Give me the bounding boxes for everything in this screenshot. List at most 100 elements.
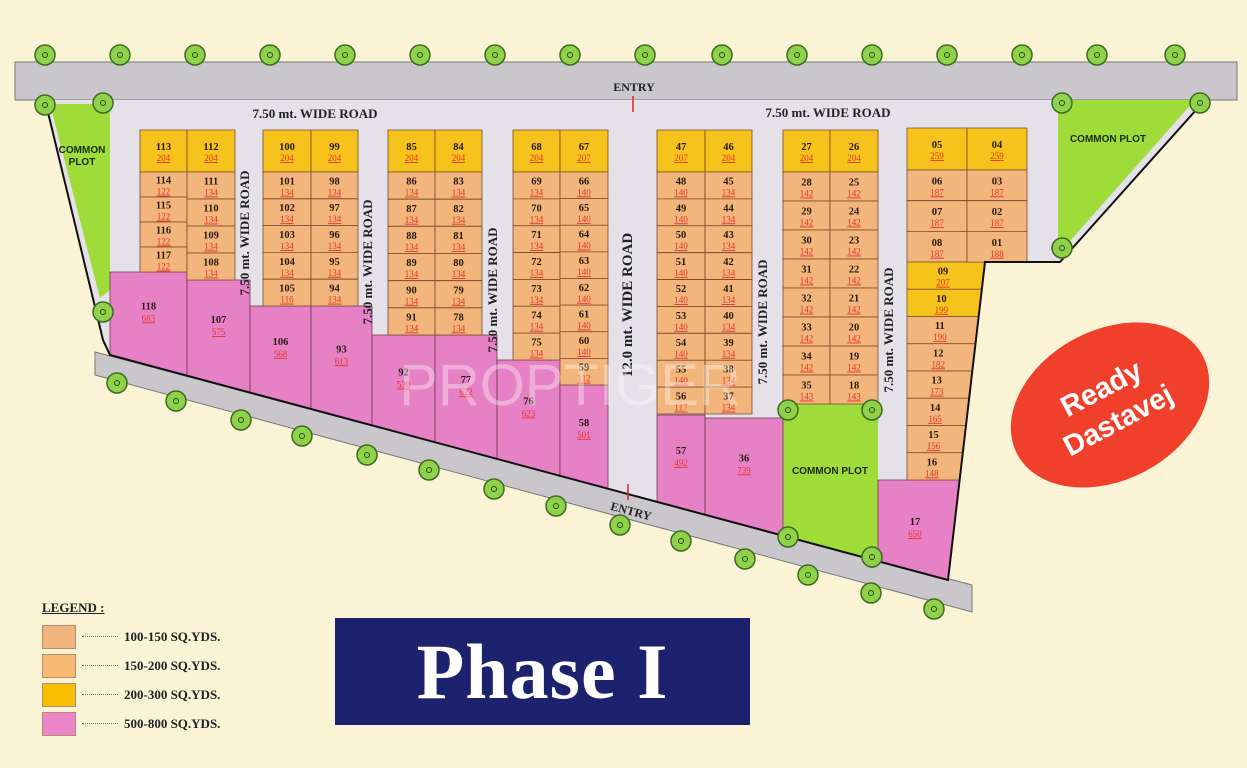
tree-icon [100,309,106,315]
plot-number: 70 [531,203,542,214]
plot-number: 17 [910,517,921,528]
legend-swatch [42,711,76,736]
plot-area: 204 [405,153,419,163]
tree-icon [670,530,692,552]
tree-icon [1051,92,1073,114]
plot-number: 111 [204,177,219,188]
plot-number: 110 [203,204,218,215]
plot-area: 134 [452,215,466,225]
legend-label: 150-200 SQ.YDS. [124,657,221,673]
tree-icon [553,503,559,509]
plot-area: 134 [204,269,218,279]
plot-number: 54 [676,338,687,349]
legend-item: 150-200 SQ.YDS. [42,651,220,680]
tree-icon [734,548,756,570]
plot-area: 739 [737,465,751,475]
plot-area: 140 [674,376,688,386]
plot-area: 173 [930,387,944,397]
plot-area: 142 [847,305,861,315]
plot-area: 134 [530,349,544,359]
tree-icon [869,407,875,413]
plot-area: 134 [204,242,218,252]
plot-number: 20 [849,323,860,334]
tree-icon [1094,52,1100,58]
plot-area: 134 [280,241,294,251]
plot-area: 122 [157,187,171,197]
plot-area: 134 [530,214,544,224]
plot-area: 188 [990,249,1004,259]
plot-area: 142 [800,276,814,286]
road-label: 7.50 mt. WIDE ROAD [237,170,252,295]
plot-number: 08 [932,238,943,249]
tree-icon [299,433,305,439]
plot-number: 33 [801,323,812,334]
plot-area: 122 [157,212,171,222]
common-plot-label: COMMON PLOT [1070,134,1146,145]
plot-area: 134 [328,295,342,305]
plot-area: 112 [577,374,590,384]
tree-icon [1197,100,1203,106]
plot-area: 259 [990,151,1004,161]
plot-area: 134 [405,242,419,252]
tree-icon [609,514,631,536]
tree-icon [1019,52,1025,58]
plot-area: 140 [674,295,688,305]
plot-number: 67 [579,142,590,153]
plot-number: 68 [531,142,542,153]
plot-number: 105 [279,284,295,295]
plot-number: 07 [932,207,943,218]
plot-number: 23 [849,236,860,247]
plot-area: 134 [328,187,342,197]
tree-icon [117,52,123,58]
plot-number: 04 [992,140,1003,151]
plot-number: 77 [461,375,472,386]
tree-icon [559,44,581,66]
plot-area: 204 [280,153,294,163]
plot-number: 42 [723,257,734,268]
tree-icon [777,399,799,421]
plot-number: 10 [936,294,947,305]
plot-number: 102 [279,203,295,214]
plot-area: 142 [800,334,814,344]
plot-area: 134 [722,295,736,305]
plot [559,357,609,386]
plot-number: 65 [579,203,590,214]
plot-number: 03 [992,176,1003,187]
plot-number: 31 [801,265,812,276]
plot-area: 140 [577,187,591,197]
tree-icon [719,52,725,58]
plot-number: 107 [211,315,227,326]
plot-number: 41 [723,284,734,295]
plot-area: 140 [674,241,688,251]
tree-icon [364,452,370,458]
tree-icon [342,52,348,58]
plot-area: 134 [530,187,544,197]
tree-icon [291,425,313,447]
tree-icon [805,572,811,578]
plot-number: 11 [935,321,945,332]
plot-area: 134 [722,241,736,251]
plot-number: 35 [801,381,812,392]
plot-number: 02 [992,207,1003,218]
plot-number: 15 [928,430,939,441]
plot-area: 122 [157,262,171,272]
plot-number: 06 [932,176,943,187]
plot-area: 140 [674,187,688,197]
plot-number: 32 [801,294,812,305]
common-plot-label: PLOT [69,157,96,168]
plot-area: 140 [577,214,591,224]
plot-number: 29 [801,207,812,218]
plot-number: 90 [406,285,417,296]
tree-icon [1051,237,1073,259]
plot-area: 134 [530,241,544,251]
tree-icon [869,52,875,58]
plot-area: 142 [847,218,861,228]
plot-number: 69 [531,176,542,187]
plot-area: 134 [405,188,419,198]
plot-area: 142 [847,334,861,344]
plot [310,278,359,307]
plot-area: 142 [800,218,814,228]
legend-item: 200-300 SQ.YDS. [42,680,220,709]
